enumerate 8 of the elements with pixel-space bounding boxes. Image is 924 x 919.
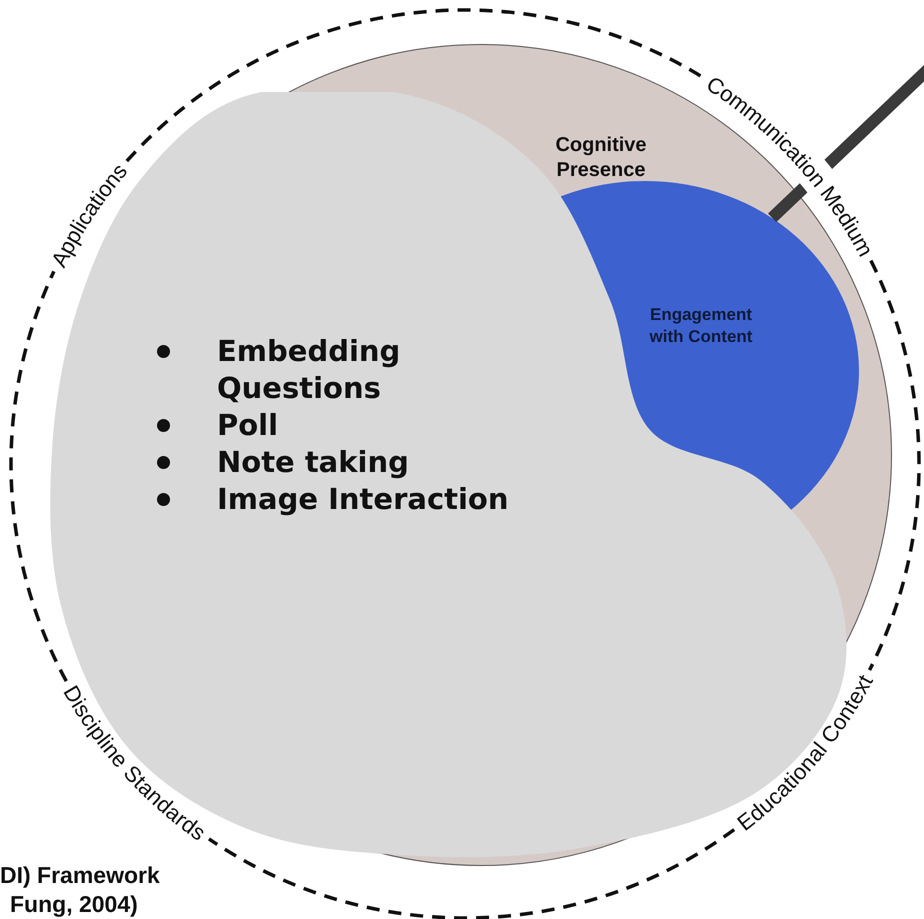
list-item-text: Poll — [217, 407, 280, 444]
caption-text: DI) Framework — [0, 862, 160, 889]
circle-heading: Cognitive Presence — [554, 133, 648, 183]
list-item-text: Note taking — [217, 444, 410, 481]
list-item-text: Image Interaction — [217, 481, 510, 518]
ellipse-label: Engagement with Content — [648, 304, 754, 348]
caption-text: Fung, 2004) — [10, 891, 138, 918]
list-item-text: Embedding Questions — [217, 333, 402, 407]
